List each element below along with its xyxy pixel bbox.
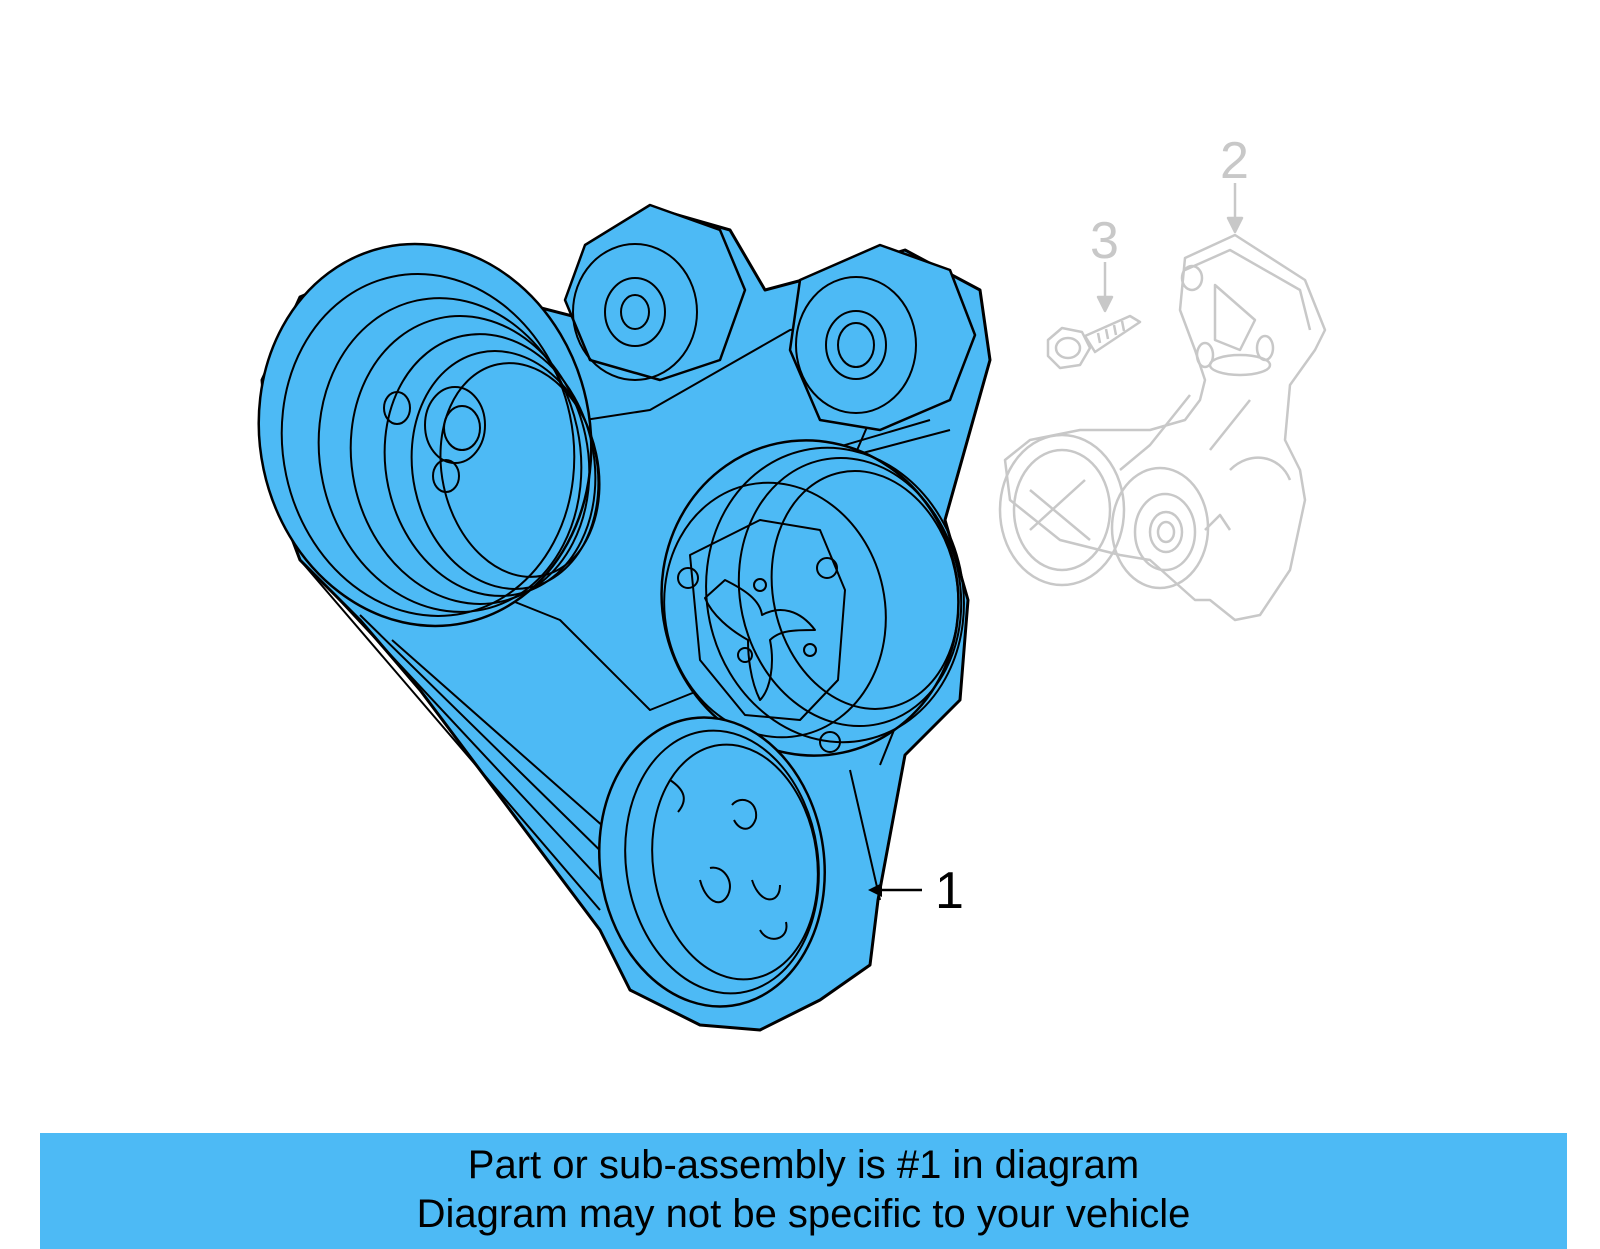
part-2-tensioner[interactable] xyxy=(998,183,1327,622)
part-3-bolt[interactable] xyxy=(1046,262,1142,370)
callout-label-1: 1 xyxy=(935,862,964,920)
accessory-pulley xyxy=(660,439,965,757)
banner-line-2: Diagram may not be specific to your vehi… xyxy=(416,1192,1191,1236)
bottom-pulley xyxy=(598,716,826,1008)
banner-line-1: Part or sub-assembly is #1 in diagram xyxy=(467,1143,1140,1187)
right-idler-pulley xyxy=(788,243,977,432)
crank-pulley xyxy=(257,242,601,628)
info-banner: Part or sub-assembly is #1 in diagram Di… xyxy=(40,1133,1567,1249)
top-idler-pulley xyxy=(563,203,747,382)
callout-1-arrow xyxy=(868,883,922,897)
callout-label-3: 3 xyxy=(1090,212,1119,270)
callout-label-2: 2 xyxy=(1220,132,1249,190)
part-1-belt-assembly[interactable] xyxy=(224,203,992,1032)
